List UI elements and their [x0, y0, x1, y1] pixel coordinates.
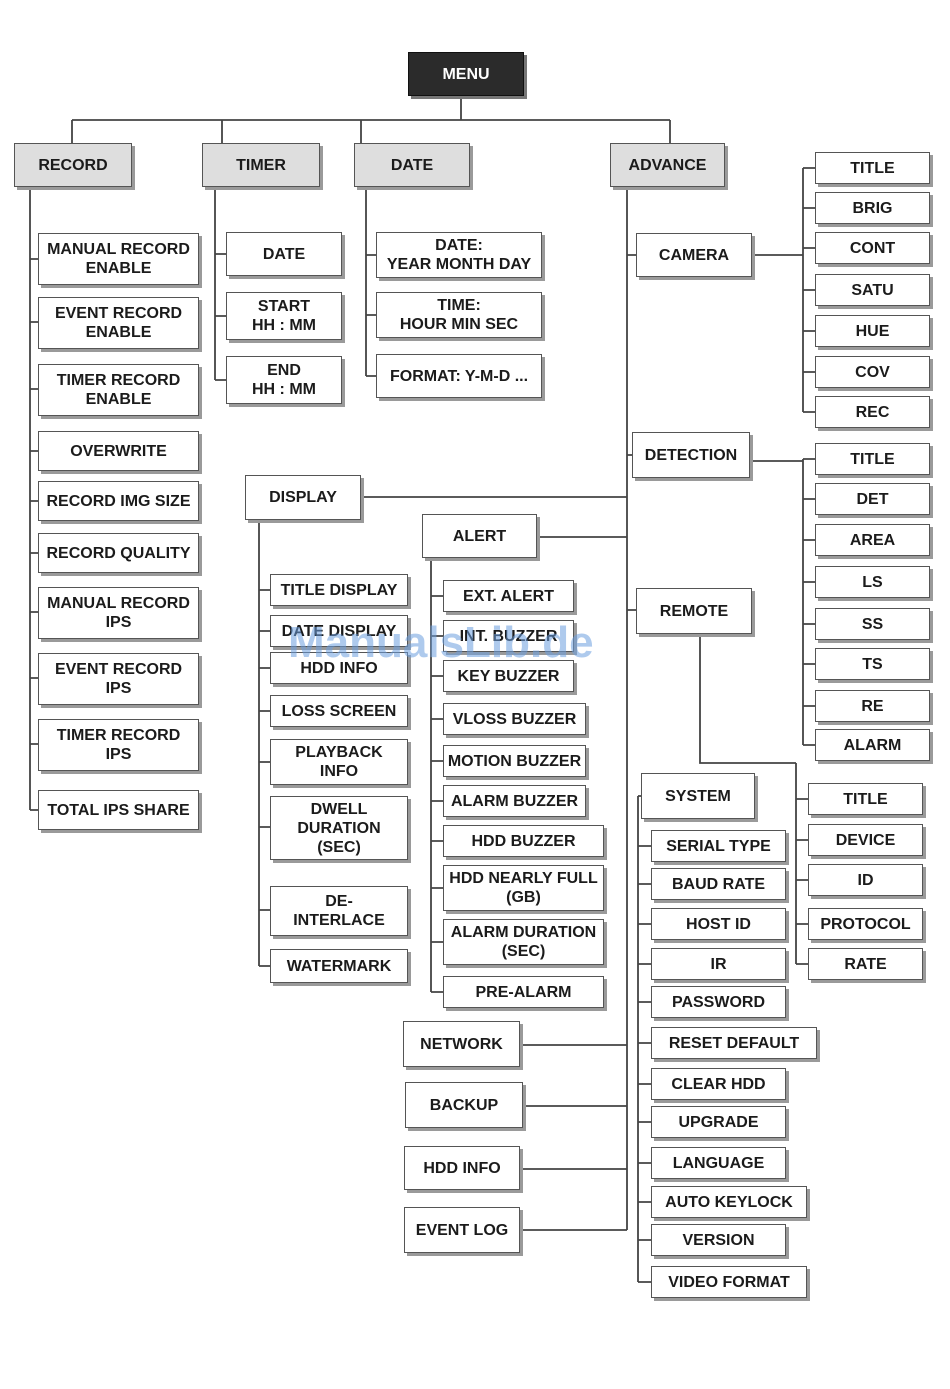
hdd-info-box[interactable]: HDD INFO — [404, 1146, 520, 1190]
connector-record — [29, 187, 38, 811]
timer-box[interactable]: TIMER — [202, 143, 320, 187]
connector-advance — [361, 187, 636, 1231]
display-box[interactable]: DISPLAY — [245, 475, 361, 520]
date-item[interactable]: FORMAT: Y-M-D ... — [376, 354, 542, 398]
system-box[interactable]: SYSTEM — [641, 773, 755, 819]
remote-item[interactable]: RATE — [808, 948, 923, 980]
remote-item[interactable]: PROTOCOL — [808, 908, 923, 940]
camera-item[interactable]: HUE — [815, 315, 930, 347]
detection-item[interactable]: DET — [815, 483, 930, 515]
alert-item[interactable]: MOTION BUZZER — [443, 745, 586, 777]
system-item[interactable]: VERSION — [651, 1224, 786, 1256]
detection-box[interactable]: DETECTION — [632, 432, 750, 478]
connector-system — [637, 795, 651, 1283]
system-item[interactable]: UPGRADE — [651, 1106, 786, 1138]
system-item[interactable]: PASSWORD — [651, 986, 786, 1018]
camera-item[interactable]: REC — [815, 396, 930, 428]
advance-box[interactable]: ADVANCE — [610, 143, 725, 187]
connector-timer — [214, 187, 226, 381]
alert-item[interactable]: HDD NEARLY FULL (GB) — [443, 865, 604, 911]
record-item[interactable]: MANUAL RECORD ENABLE — [38, 233, 199, 285]
system-item[interactable]: VIDEO FORMAT — [651, 1266, 807, 1298]
alert-item[interactable]: PRE-ALARM — [443, 976, 604, 1008]
record-item[interactable]: TIMER RECORD IPS — [38, 719, 199, 771]
menu-box[interactable]: MENU — [408, 52, 524, 96]
alert-item[interactable]: ALARM BUZZER — [443, 785, 586, 817]
detection-item[interactable]: RE — [815, 690, 930, 722]
date-box[interactable]: DATE — [354, 143, 470, 187]
camera-item[interactable]: TITLE — [815, 152, 930, 184]
display-item[interactable]: WATERMARK — [270, 949, 408, 983]
detection-item[interactable]: ALARM — [815, 729, 930, 761]
date-item[interactable]: TIME: HOUR MIN SEC — [376, 292, 542, 338]
backup-box[interactable]: BACKUP — [405, 1082, 523, 1128]
system-item[interactable]: HOST ID — [651, 908, 786, 940]
system-item[interactable]: RESET DEFAULT — [651, 1027, 817, 1059]
record-item[interactable]: RECORD IMG SIZE — [38, 481, 199, 521]
camera-item[interactable]: BRIG — [815, 192, 930, 224]
connector-display — [258, 520, 270, 967]
event-log-box[interactable]: EVENT LOG — [404, 1207, 520, 1253]
detection-item[interactable]: TITLE — [815, 443, 930, 475]
connector-camera — [752, 167, 815, 413]
record-item[interactable]: TIMER RECORD ENABLE — [38, 364, 199, 416]
connector-detection — [750, 458, 815, 746]
remote-item[interactable]: TITLE — [808, 783, 923, 815]
record-item[interactable]: EVENT RECORD IPS — [38, 653, 199, 705]
record-box[interactable]: RECORD — [14, 143, 132, 187]
camera-item[interactable]: SATU — [815, 274, 930, 306]
alert-item[interactable]: INT. BUZZER — [443, 620, 574, 652]
alert-item[interactable]: EXT. ALERT — [443, 580, 574, 612]
alert-item[interactable]: HDD BUZZER — [443, 825, 604, 857]
camera-item[interactable]: COV — [815, 356, 930, 388]
alert-item[interactable]: KEY BUZZER — [443, 660, 574, 692]
alert-box[interactable]: ALERT — [422, 514, 537, 558]
display-item[interactable]: TITLE DISPLAY — [270, 574, 408, 606]
system-item[interactable]: LANGUAGE — [651, 1147, 786, 1179]
record-item[interactable]: EVENT RECORD ENABLE — [38, 297, 199, 349]
network-box[interactable]: NETWORK — [403, 1021, 520, 1067]
system-item[interactable]: CLEAR HDD — [651, 1068, 786, 1100]
connector-alert — [430, 558, 443, 993]
display-item[interactable]: HDD INFO — [270, 652, 408, 684]
remote-item[interactable]: DEVICE — [808, 824, 923, 856]
timer-item[interactable]: START HH : MM — [226, 292, 342, 340]
detection-item[interactable]: LS — [815, 566, 930, 598]
detection-item[interactable]: AREA — [815, 524, 930, 556]
timer-item[interactable]: END HH : MM — [226, 356, 342, 404]
camera-box[interactable]: CAMERA — [636, 233, 752, 277]
display-item[interactable]: PLAYBACK INFO — [270, 739, 408, 785]
display-item[interactable]: DWELL DURATION (SEC) — [270, 796, 408, 860]
connector-menu — [71, 96, 671, 143]
detection-item[interactable]: TS — [815, 648, 930, 680]
record-item[interactable]: RECORD QUALITY — [38, 533, 199, 573]
remote-box[interactable]: REMOTE — [636, 588, 752, 634]
system-item[interactable]: IR — [651, 948, 786, 980]
display-item[interactable]: DATE DISPLAY — [270, 615, 408, 647]
camera-item[interactable]: CONT — [815, 232, 930, 264]
system-item[interactable]: AUTO KEYLOCK — [651, 1186, 807, 1218]
record-item[interactable]: TOTAL IPS SHARE — [38, 790, 199, 830]
record-item[interactable]: OVERWRITE — [38, 431, 199, 471]
system-item[interactable]: BAUD RATE — [651, 868, 786, 900]
detection-item[interactable]: SS — [815, 608, 930, 640]
remote-item[interactable]: ID — [808, 864, 923, 896]
timer-item[interactable]: DATE — [226, 232, 342, 276]
date-item[interactable]: DATE: YEAR MONTH DAY — [376, 232, 542, 278]
system-item[interactable]: SERIAL TYPE — [651, 830, 786, 862]
display-item[interactable]: LOSS SCREEN — [270, 695, 408, 727]
alert-item[interactable]: ALARM DURATION (SEC) — [443, 919, 604, 965]
connector-date — [365, 187, 376, 377]
alert-item[interactable]: VLOSS BUZZER — [443, 703, 586, 735]
connector-remote — [699, 634, 808, 965]
record-item[interactable]: MANUAL RECORD IPS — [38, 587, 199, 639]
display-item[interactable]: DE- INTERLACE — [270, 886, 408, 936]
